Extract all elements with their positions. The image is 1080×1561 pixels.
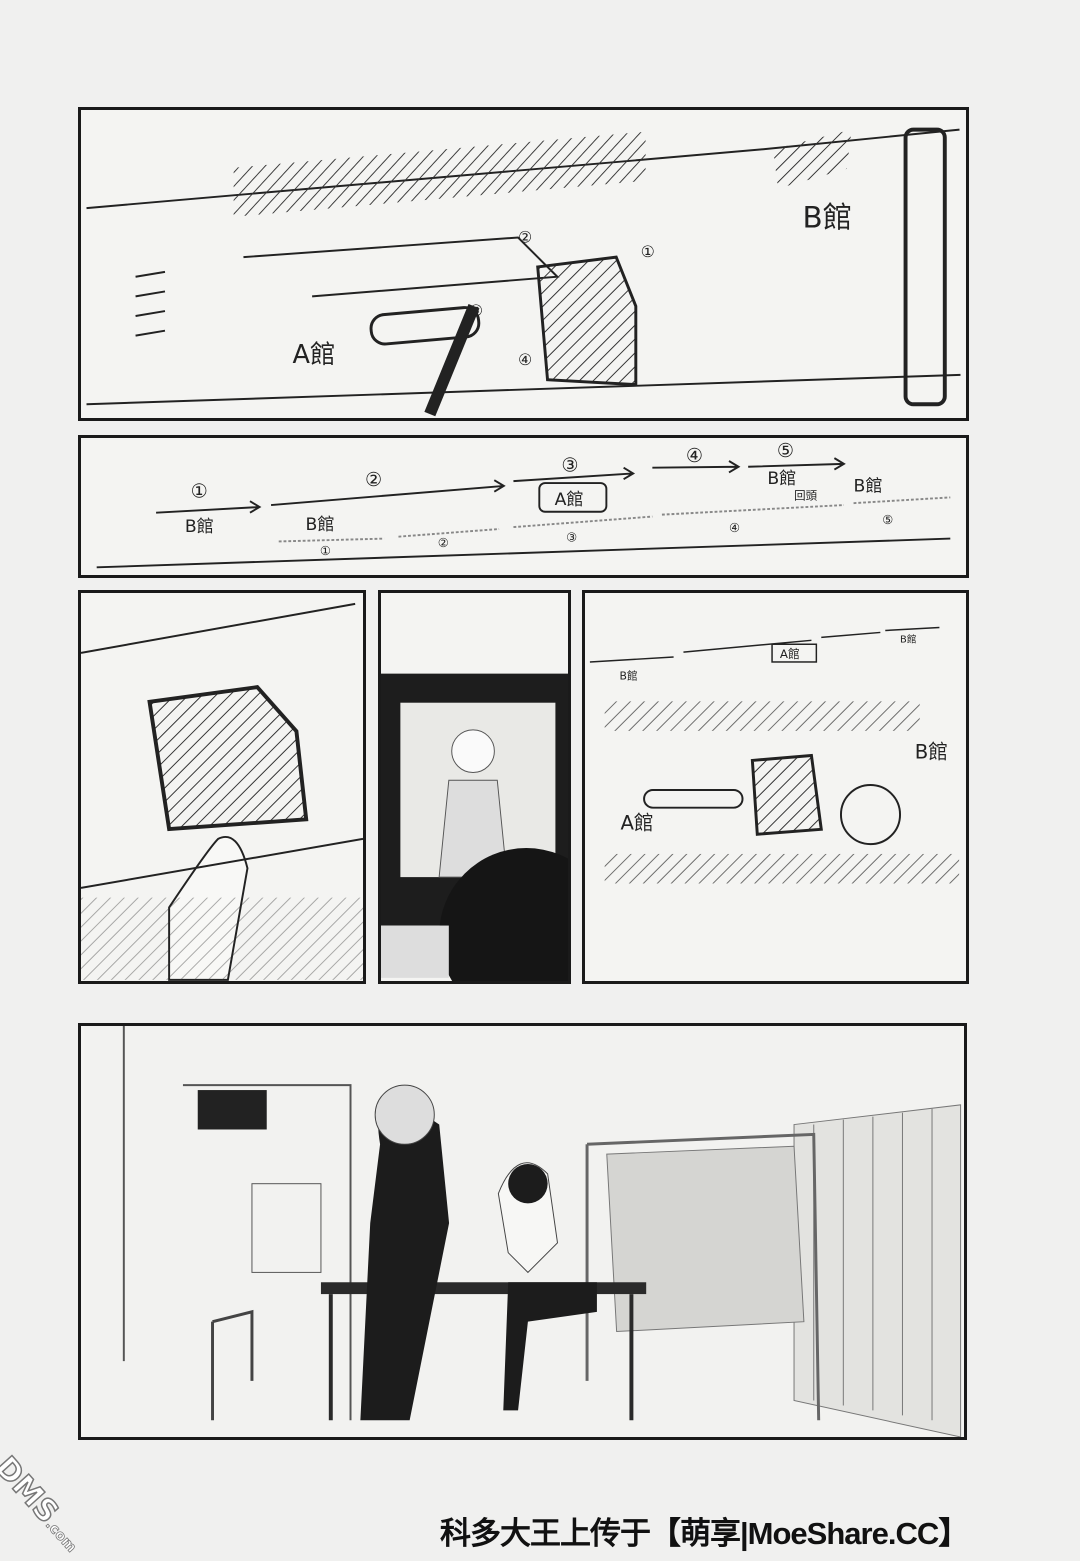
step-num: ③	[566, 529, 577, 544]
label-b: B館	[619, 669, 637, 683]
label-b: B館	[185, 517, 214, 537]
site-logo-watermark: DMS.com	[0, 1449, 90, 1558]
label-b: B館	[306, 515, 335, 535]
step-num: ①	[641, 242, 655, 261]
label-b: B館	[854, 477, 883, 497]
step-num: ①	[320, 543, 331, 558]
step-num: ③	[561, 454, 578, 477]
label-a-building: A館	[620, 811, 653, 834]
step-num: ②	[518, 227, 532, 246]
panel-full-sketch: A館 B館 A館 B館 B館	[582, 590, 969, 984]
label-a-building: A館	[293, 340, 336, 370]
uploader-credit: 科多大王上传于【萌享|MoeShare.CC】	[440, 1516, 969, 1551]
logo-suffix: .com	[42, 1516, 80, 1556]
panel-timeline-sketch: ① ② ③ ④ ⑤ B館 B館 A館 B館 B館 回頭 ① ② ③ ④ ⑤	[78, 435, 969, 578]
panel-room-scene	[78, 1023, 967, 1440]
label-b: B館	[767, 469, 796, 489]
step-num: ①	[191, 479, 208, 502]
panel-map-closeup	[78, 590, 366, 984]
panel-laptop-screen	[378, 590, 571, 984]
step-num: ⑤	[882, 512, 893, 527]
step-num: ④	[729, 520, 740, 535]
step-num: ②	[438, 535, 449, 550]
label-a: A館	[780, 647, 800, 661]
label-b-building: B館	[915, 740, 948, 763]
step-num: ⑤	[469, 301, 483, 320]
label-b: B館	[900, 632, 917, 645]
step-num: ④	[686, 444, 703, 467]
step-num: ②	[365, 468, 382, 491]
step-num: ④	[518, 350, 532, 369]
panel-map-sketch: A館 B館 ② ① ④ ⑤	[78, 107, 969, 421]
label-b-building: B館	[803, 201, 853, 235]
step-num: ⑤	[777, 439, 794, 462]
turn-label: 回頭	[794, 488, 817, 502]
label-a: A館	[555, 490, 584, 510]
